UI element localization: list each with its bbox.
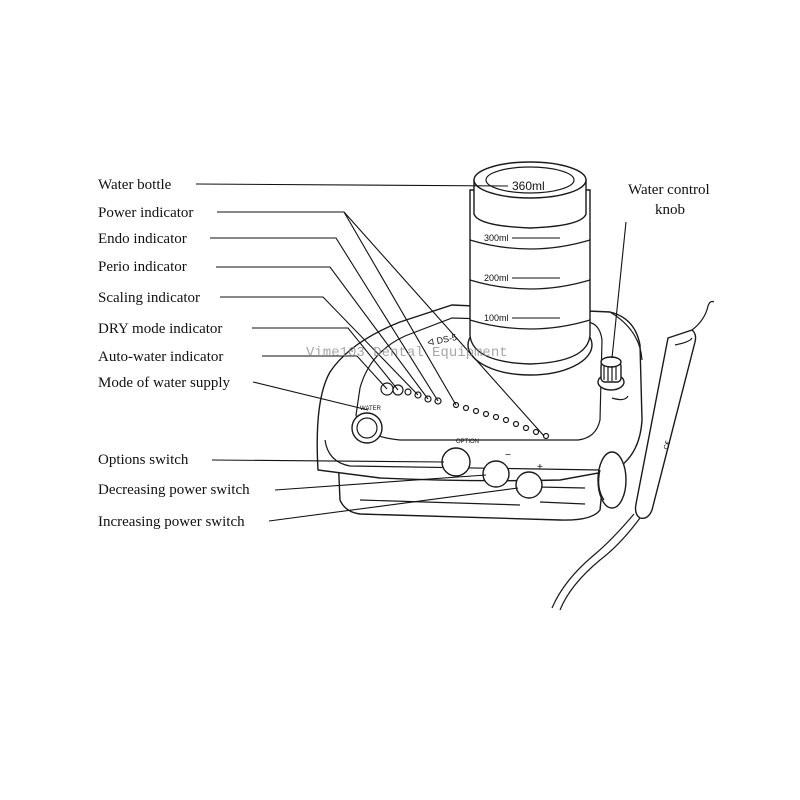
knob-arrow <box>611 395 629 401</box>
label-increasing-power-switch: Increasing power switch <box>98 514 245 530</box>
bottle-cap-top <box>473 161 587 199</box>
power-led <box>462 404 470 412</box>
power-led <box>482 410 490 418</box>
bottle-band-1 <box>469 239 591 250</box>
bottle-band-3 <box>469 319 591 330</box>
leader-increasing <box>268 487 519 522</box>
label-power-indicator: Power indicator <box>98 205 193 221</box>
label-auto-water-indicator: Auto-water indicator <box>98 349 223 365</box>
water-button-outer <box>351 412 383 444</box>
water-button: WATER <box>351 406 383 444</box>
bottle-mark-200: 200ml <box>484 273 509 283</box>
label-scaling-indicator: Scaling indicator <box>98 290 200 306</box>
bottle-cap-inner <box>485 166 575 194</box>
front-line-4 <box>359 499 521 506</box>
label-mode-of-water-supply: Mode of water supply <box>98 375 231 391</box>
watermark: Vime103 Dental Equipment <box>306 345 508 361</box>
power-led <box>492 413 500 421</box>
handpiece-tip <box>691 300 715 331</box>
minus-label: − <box>505 450 511 461</box>
leader-water-supply <box>252 381 369 411</box>
power-led <box>532 428 540 436</box>
handpiece: C€ <box>551 300 715 611</box>
handpiece-ring <box>674 337 693 346</box>
handpiece-holder <box>597 451 627 509</box>
bottle-body <box>469 189 591 365</box>
bottle-cap-text: 360ml <box>512 179 545 193</box>
front-line-3 <box>539 501 586 505</box>
leader-decreasing <box>274 474 487 491</box>
housing-edge <box>609 311 643 361</box>
front-line-2 <box>537 486 586 489</box>
endo-led <box>434 397 442 405</box>
water-control-knob <box>597 356 629 401</box>
plus-label: + <box>537 462 543 473</box>
power-led-bar <box>452 401 550 440</box>
power-led <box>522 424 530 432</box>
handpiece-text: C€ <box>663 440 672 451</box>
handpiece-cable-2 <box>551 513 635 609</box>
bottle-mark-300: 300ml <box>484 233 509 243</box>
leader-water-bottle <box>195 183 509 187</box>
leader-auto-water <box>262 355 388 390</box>
led-a <box>404 388 412 396</box>
plus-button: + <box>515 462 543 499</box>
label-water-control-line1: Water control <box>628 182 710 198</box>
leader-knob <box>611 221 627 359</box>
water-button-label: WATER <box>360 406 382 412</box>
knob-grip <box>603 366 617 381</box>
power-led <box>472 407 480 415</box>
scaling-led <box>414 391 422 399</box>
handpiece-body <box>634 329 697 520</box>
power-led <box>502 416 510 424</box>
leader-perio <box>216 266 429 400</box>
label-decreasing-power-switch: Decreasing power switch <box>98 482 250 498</box>
label-endo-indicator: Endo indicator <box>98 231 187 247</box>
leader-power-b <box>343 211 545 437</box>
label-water-control-line2: knob <box>655 202 685 218</box>
knob-top <box>600 356 622 368</box>
labels: Water bottle Power indicator Endo indica… <box>98 177 710 530</box>
dry-mode-led <box>392 384 404 396</box>
holder-detail <box>598 469 605 501</box>
option-button-label: OPTION <box>456 439 479 445</box>
power-led <box>452 401 460 409</box>
bottle-mark-100: 100ml <box>484 313 509 323</box>
label-options-switch: Options switch <box>98 452 189 468</box>
bottle-band-2 <box>469 279 591 290</box>
plus-button-outer <box>515 471 543 499</box>
indicator-panel <box>380 382 550 440</box>
option-button: OPTION <box>441 439 479 477</box>
leader-dry <box>252 327 399 391</box>
leader-lines <box>195 183 627 522</box>
perio-led <box>424 395 432 403</box>
water-bottle: 360ml 300ml 200ml 100ml <box>467 161 593 376</box>
handpiece-cable <box>559 517 641 611</box>
power-led <box>512 420 520 428</box>
option-button-outer <box>441 447 471 477</box>
minus-button-outer <box>482 460 510 488</box>
leader-endo <box>210 237 439 402</box>
label-dry-mode-indicator: DRY mode indicator <box>98 321 222 337</box>
front-line-1 <box>324 439 601 471</box>
water-button-inner <box>356 417 378 439</box>
minus-button: − <box>482 450 511 488</box>
leader-scaling <box>220 296 419 396</box>
label-water-bottle: Water bottle <box>98 177 172 193</box>
leader-options <box>211 459 445 463</box>
label-perio-indicator: Perio indicator <box>98 259 187 275</box>
